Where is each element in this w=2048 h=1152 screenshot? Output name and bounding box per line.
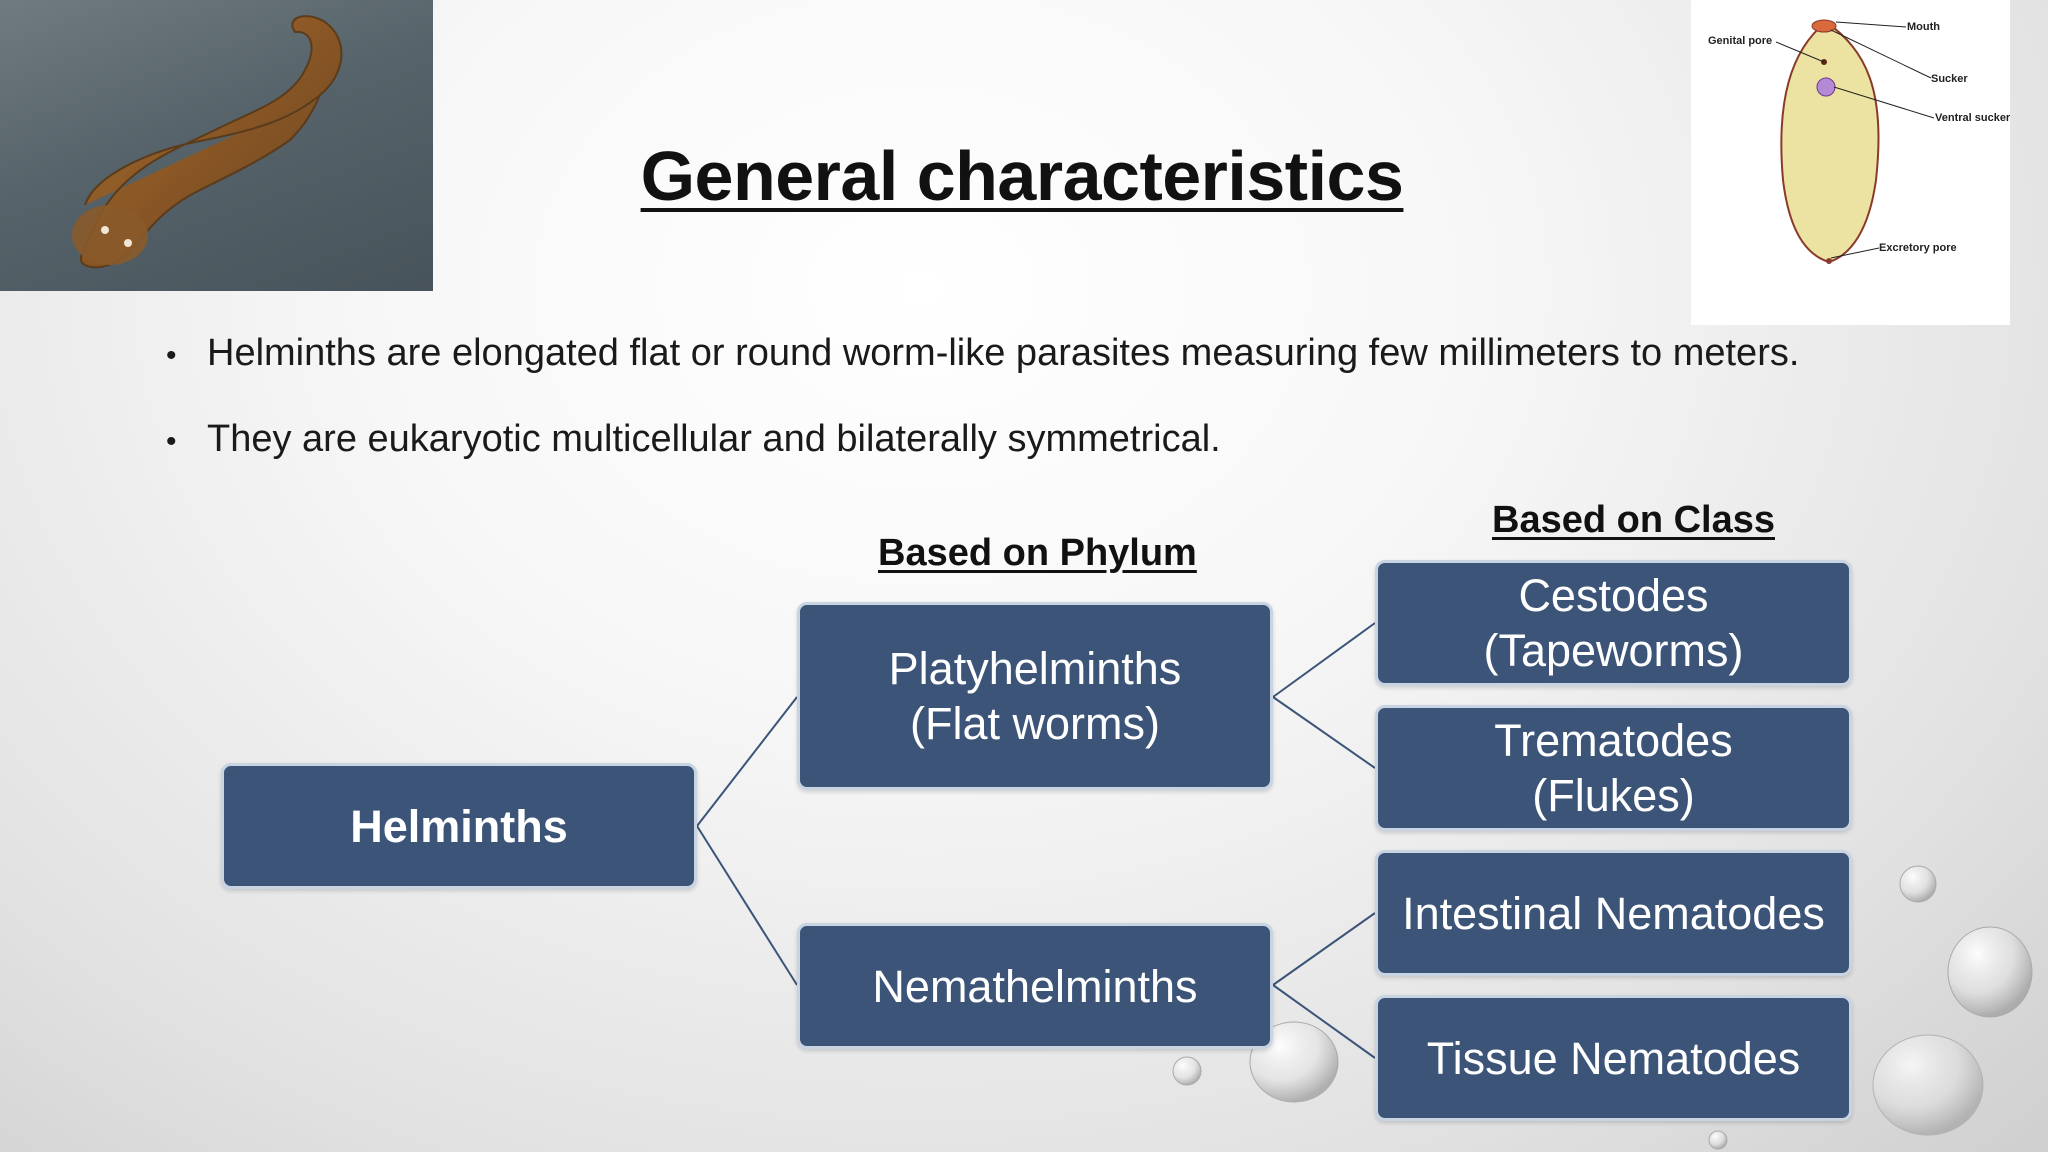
connector-root-nemat: [696, 825, 798, 986]
mouth-shape: [1811, 19, 1837, 33]
bullet-item: • They are eukaryotic multicellular and …: [166, 416, 1886, 465]
bullet-dot-icon: •: [166, 339, 177, 372]
excretory-pore-dot: [1826, 258, 1832, 264]
slide-title: General characteristics: [640, 137, 1404, 215]
slide-title-container: General characteristics: [0, 136, 2048, 216]
label-genital-pore: Genital pore: [1708, 35, 1772, 47]
label-excretory-pore: Excretory pore: [1879, 242, 1957, 254]
label-ventral-sucker: Ventral sucker: [1935, 112, 2010, 124]
label-sucker: Sucker: [1931, 73, 1968, 85]
heading-phylum: Based on Phylum: [878, 532, 1197, 574]
bullet-list: • Helminths are elongated flat or round …: [166, 330, 1886, 502]
bullet-text: They are eukaryotic multicellular and bi…: [207, 418, 1221, 460]
node-label: Tissue Nematodes: [1426, 1032, 1801, 1084]
node-label: Platyhelminths (Flat worms): [888, 643, 1182, 749]
heading-class: Based on Class: [1492, 499, 1775, 541]
node-trematodes: Trematodes (Flukes): [1375, 705, 1852, 831]
node-tissue-nematodes: Tissue Nematodes: [1375, 995, 1852, 1121]
node-intestinal-nematodes: Intestinal Nematodes: [1375, 850, 1852, 976]
connector-nemat-tissue: [1272, 984, 1376, 1059]
connector-platy-trematodes: [1272, 696, 1376, 769]
node-helminths: Helminths: [221, 763, 697, 889]
connector-platy-cestodes: [1272, 622, 1376, 698]
fluke-anatomy-diagram: Mouth Genital pore Sucker Ventral sucker…: [1691, 0, 2011, 325]
node-nemathelminths: Nemathelminths: [797, 923, 1273, 1049]
node-label: Helminths: [350, 800, 568, 852]
bullet-text: Helminths are elongated flat or round wo…: [207, 332, 1800, 374]
bullet-item: • Helminths are elongated flat or round …: [166, 330, 1886, 379]
node-label: Intestinal Nematodes: [1402, 887, 1825, 939]
connector-nemat-intestinal: [1272, 912, 1376, 986]
connector-root-platy: [696, 696, 798, 827]
bullet-dot-icon: •: [166, 425, 177, 458]
node-label: Nemathelminths: [872, 960, 1198, 1012]
node-label: Cestodes (Tapeworms): [1483, 570, 1744, 676]
node-cestodes: Cestodes (Tapeworms): [1375, 560, 1852, 686]
node-label: Trematodes (Flukes): [1494, 715, 1733, 821]
flatworm-illustration: [72, 15, 343, 269]
flatworm-photo: [0, 0, 433, 291]
node-platyhelminths: Platyhelminths (Flat worms): [797, 602, 1273, 790]
label-mouth: Mouth: [1907, 21, 1940, 33]
ventral-sucker-shape: [1816, 77, 1836, 97]
